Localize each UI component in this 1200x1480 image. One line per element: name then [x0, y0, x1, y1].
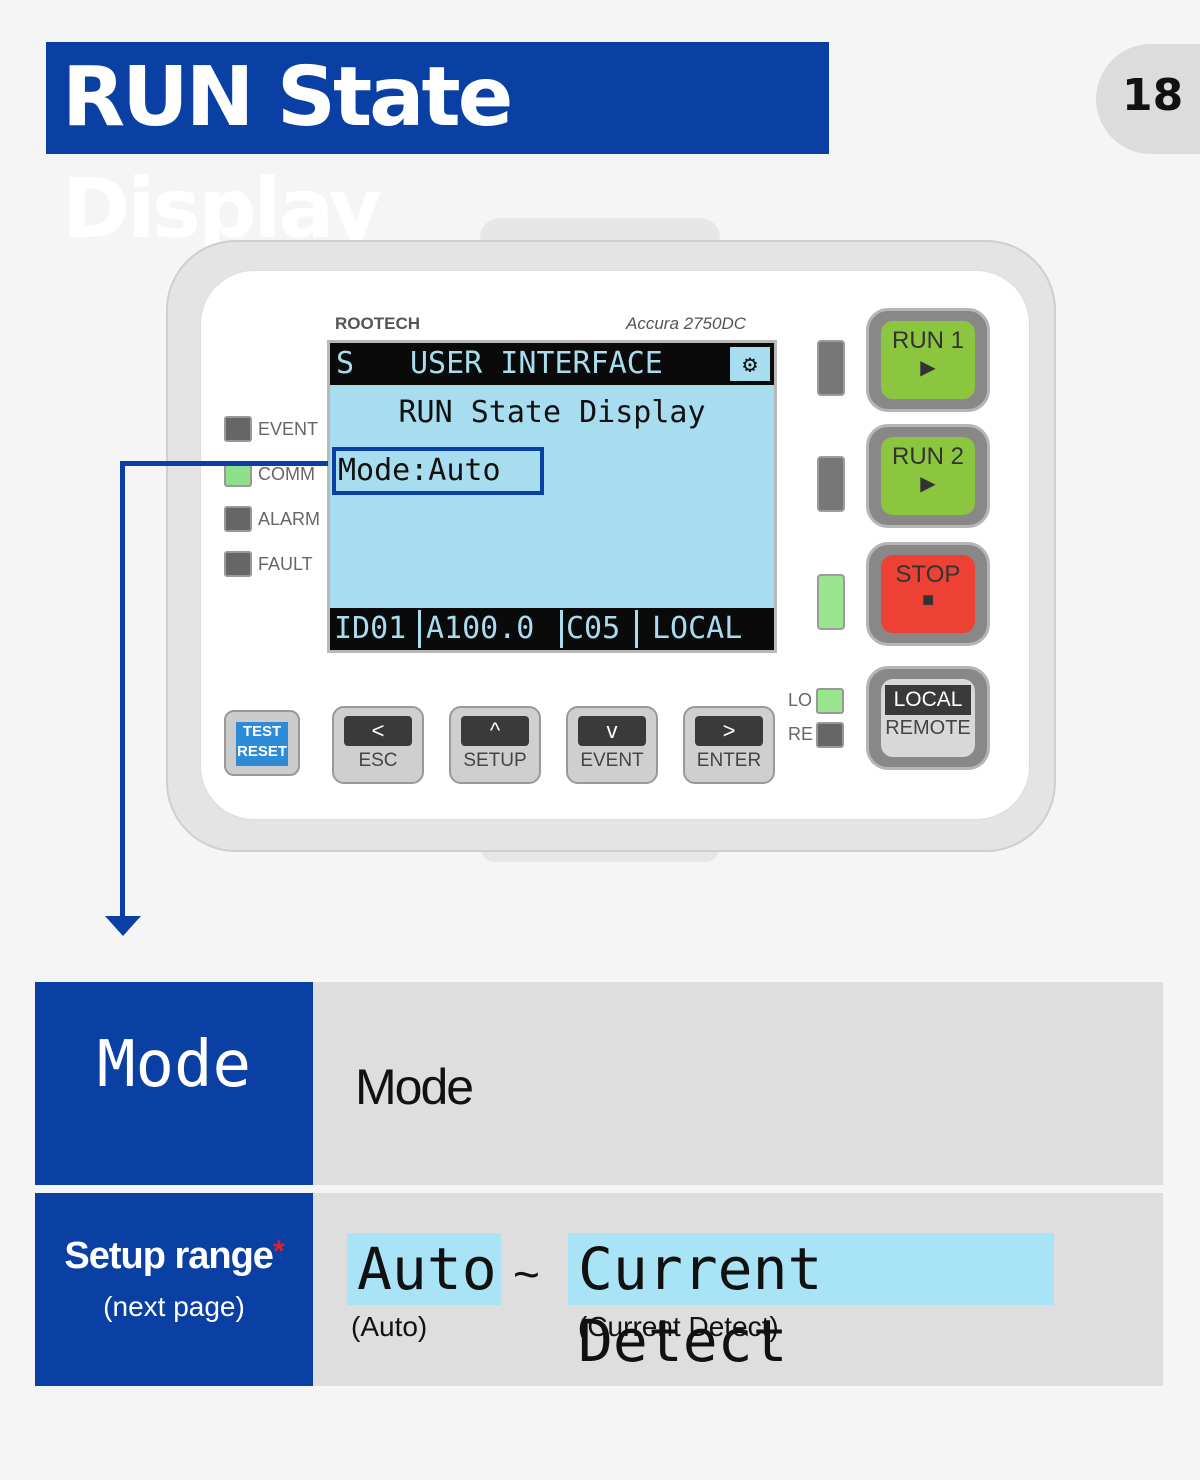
lcd-subtitle: RUN State Display: [398, 395, 706, 430]
asterisk-mark: *: [272, 1235, 285, 1268]
lcd-header-title: USER INTERFACE: [410, 346, 663, 381]
lcd-screen: S USER INTERFACE ⚙ RUN State Display Mod…: [327, 340, 777, 653]
esc-button[interactable]: < ESC: [332, 706, 424, 784]
chevron-left-icon: <: [344, 716, 412, 746]
stop-button[interactable]: STOP ■: [866, 542, 990, 646]
re-led: [816, 722, 844, 748]
setup-label: SETUP: [463, 750, 527, 771]
range-from-caption: (Auto): [351, 1311, 428, 1342]
lcd-footer-count: C05: [566, 611, 621, 646]
event-led: [224, 416, 252, 442]
range-to-code: Current Detect: [568, 1233, 1054, 1375]
re-label: RE: [788, 724, 814, 744]
alarm-led: [224, 506, 252, 532]
test-label: TEST: [242, 723, 282, 740]
event-button[interactable]: v EVENT: [566, 706, 658, 784]
chevron-down-icon: v: [578, 716, 646, 746]
lo-led: [816, 688, 844, 714]
lo-label: LO: [788, 690, 813, 710]
mode-description: Mode: [355, 1059, 474, 1115]
run2-button-label: RUN 2: [891, 443, 964, 470]
setup-button[interactable]: ^ SETUP: [449, 706, 541, 784]
arrow-down-icon: [105, 916, 141, 936]
setup-range-value-cell: Auto ~ Current Detect (Auto) (Current De…: [313, 1193, 1163, 1386]
play-icon: ▶: [920, 357, 936, 379]
setup-range-label-cell: Setup range* (next page): [35, 1193, 313, 1386]
settings-icon: ⚙: [730, 347, 770, 381]
play-icon: ▶: [920, 473, 936, 495]
lcd-header: S USER INTERFACE ⚙: [330, 343, 774, 385]
stop-button-label: STOP: [895, 561, 961, 588]
model-name: Accura 2750DC: [626, 314, 747, 333]
range-to-caption: (Current Detect): [578, 1311, 779, 1342]
lcd-mode-line: Mode:Auto: [332, 447, 544, 495]
stop-led: [817, 574, 845, 630]
local-label: LOCAL: [885, 685, 971, 715]
lcd-mode-indicator: S: [336, 346, 355, 381]
lcd-footer-divider: [418, 610, 421, 648]
setup-range-label: Setup range*: [64, 1235, 285, 1277]
run1-button[interactable]: RUN 1 ▶: [866, 308, 990, 412]
chevron-up-icon: ^: [461, 716, 529, 746]
run2-led: [817, 456, 845, 512]
fault-led-label: FAULT: [258, 554, 313, 574]
test-reset-button[interactable]: TEST RESET: [224, 710, 300, 776]
stop-square-icon: ■: [921, 589, 935, 611]
page-number: 18: [1122, 70, 1184, 121]
run2-button[interactable]: RUN 2 ▶: [866, 424, 990, 528]
alarm-led-label: ALARM: [258, 509, 321, 529]
run1-led: [817, 340, 845, 396]
lcd-footer-divider: [560, 610, 563, 648]
esc-label: ESC: [358, 750, 398, 771]
enter-button[interactable]: > ENTER: [683, 706, 775, 784]
brand-logo: ROOTECH: [335, 314, 420, 333]
event-led-label: EVENT: [258, 419, 319, 439]
lcd-footer-control: LOCAL: [652, 611, 743, 646]
page-number-tab: [1096, 44, 1200, 154]
range-separator: ~: [513, 1248, 540, 1300]
callout-line: [120, 461, 125, 921]
lcd-footer-divider: [635, 610, 638, 648]
lcd-footer-ampere: A100.0: [426, 611, 535, 646]
chevron-right-icon: >: [695, 716, 763, 746]
remote-label: REMOTE: [885, 717, 971, 739]
setup-range-sublabel: (next page): [103, 1291, 245, 1322]
page-title: RUN State Display: [46, 42, 829, 257]
lcd-footer: ID01 A100.0 C05 LOCAL: [330, 608, 774, 650]
local-remote-button[interactable]: LOCAL REMOTE: [866, 666, 990, 770]
mode-code: Mode: [96, 1028, 252, 1102]
range-from-code: Auto: [347, 1233, 501, 1305]
mode-code-cell: Mode: [35, 982, 313, 1185]
run1-button-label: RUN 1: [891, 327, 964, 354]
lcd-footer-id: ID01: [334, 611, 407, 646]
comm-led-label: COMM: [258, 464, 315, 484]
callout-line: [120, 461, 328, 466]
mode-description-cell: Mode: [313, 982, 1163, 1185]
enter-label: ENTER: [696, 750, 762, 771]
fault-led: [224, 551, 252, 577]
reset-label: RESET: [236, 743, 287, 760]
event-label: EVENT: [580, 750, 644, 771]
